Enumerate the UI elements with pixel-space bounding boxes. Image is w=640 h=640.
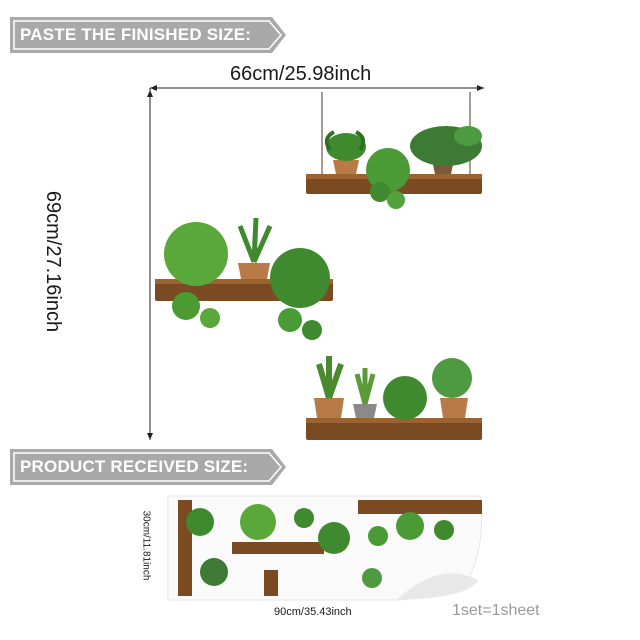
plant-pot-small: [324, 130, 366, 174]
paste-size-banner: PASTE THE FINISHED SIZE:: [10, 17, 286, 53]
width-dimension-line: [150, 85, 484, 91]
pot-plant-center: [237, 217, 273, 279]
banner-arrow-shape: [10, 449, 286, 485]
sheet-width-label: 90cm/35.43inch: [274, 606, 352, 618]
cascading-plant: [270, 248, 330, 340]
paste-size-label: PASTE THE FINISHED SIZE:: [20, 25, 252, 44]
set-note: 1set=1sheet: [452, 602, 540, 619]
round-bush-plant: [383, 376, 427, 420]
trailing-plant: [366, 148, 410, 209]
striped-pot-plant: [353, 368, 377, 418]
finished-height-label: 69cm/27.16inch: [42, 190, 65, 333]
pothos-plant: [164, 222, 228, 328]
snake-plant-pot: [314, 356, 344, 418]
sheet-height-label: 30cm/11.81inch: [140, 510, 152, 581]
bottom-shelf: [306, 418, 482, 440]
banner-arrow-shape: [10, 17, 286, 53]
leafy-plant: [410, 126, 482, 174]
received-size-label: PRODUCT RECEIVED SIZE:: [20, 457, 249, 476]
finished-width-label: 66cm/25.98inch: [230, 63, 372, 85]
sticker-sheet: [167, 495, 483, 601]
received-size-banner: PRODUCT RECEIVED SIZE:: [10, 449, 286, 485]
tall-pot-plant: [432, 358, 472, 418]
height-dimension-line: [147, 88, 153, 440]
